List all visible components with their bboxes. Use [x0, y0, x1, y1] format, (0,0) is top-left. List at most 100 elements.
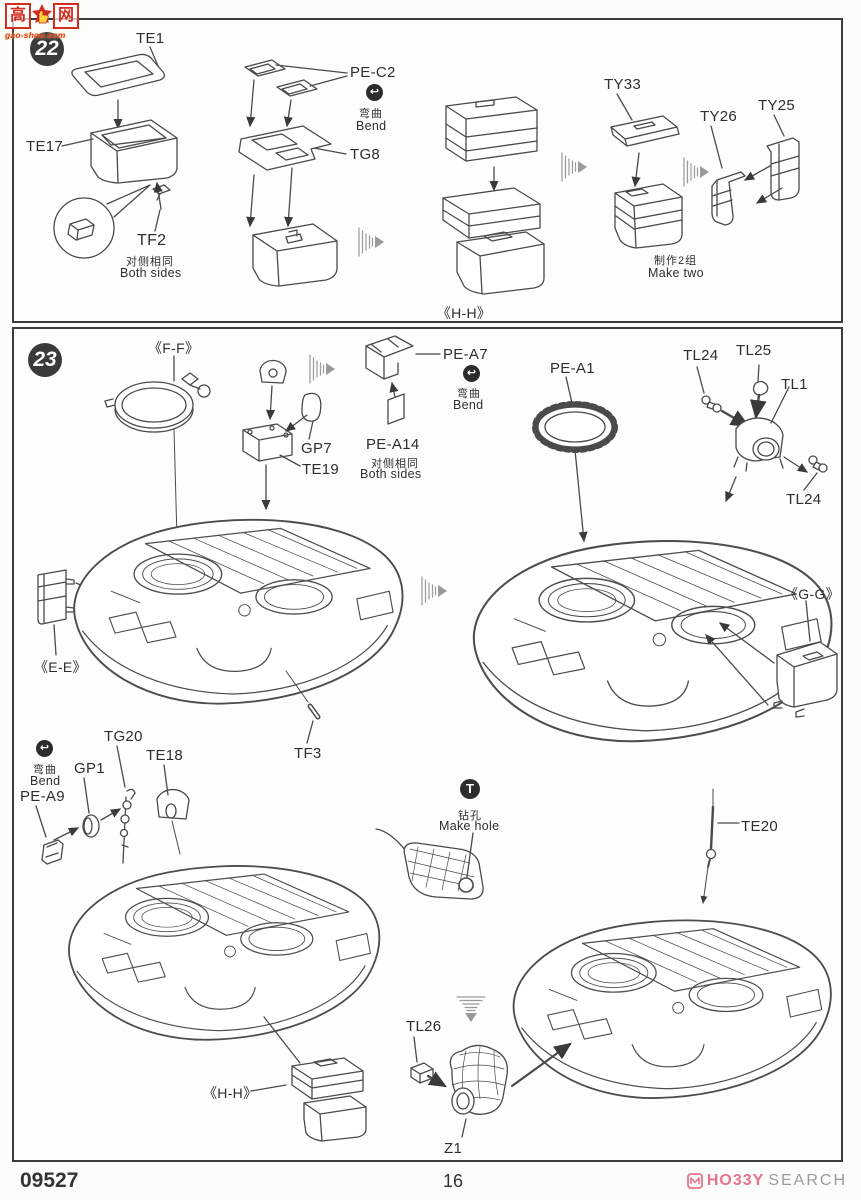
watermark-char-right: 网 [53, 3, 79, 29]
hobby-search-icon [686, 1173, 703, 1189]
turret-bottom-right [512, 919, 832, 1099]
part-z1 [449, 1044, 509, 1115]
page-number: 16 [442, 1171, 464, 1191]
part-tl24-b [808, 455, 828, 473]
part-pe-c2-a [244, 59, 286, 77]
part-tg8 [238, 125, 332, 171]
watermark-char-left: 高 [5, 3, 31, 29]
label-tg8: TG8 [350, 146, 381, 163]
turret-top-right [472, 539, 833, 743]
section-label-gg: 《G-G》 [784, 586, 840, 602]
label-tg20: TG20 [104, 728, 143, 745]
label-te19: TE19 [302, 461, 340, 478]
step-22-panel: TE1 TE17 TF2 对侧相同 Both sides PE-C2 ↩ 弯曲 … [12, 18, 843, 323]
part-pe-a9 [41, 839, 64, 865]
label-te18: TE18 [146, 747, 184, 764]
label-tl26: TL26 [406, 1018, 442, 1035]
part-assembly-c [442, 187, 545, 295]
note-both-sides-cn: 对侧相同 [126, 256, 174, 268]
part-pe-a7 [365, 335, 414, 380]
part-drill-bracket [375, 828, 484, 900]
label-te1: TE1 [136, 30, 165, 47]
label-pe-a9: PE-A9 [20, 788, 65, 805]
part-tl1 [733, 417, 784, 472]
watermark: 高 网 gao-shou.com [5, 3, 85, 40]
turret-bottom-left [68, 865, 381, 1041]
watermark-domain: gao-shou.com [5, 30, 66, 40]
part-pe-c2-b [276, 79, 318, 97]
part-tf2 [152, 184, 171, 201]
kit-number: 09527 [20, 1169, 79, 1192]
label-tl24-a: TL24 [683, 347, 719, 364]
note-bend-en: Bend [453, 398, 484, 412]
note-drill-cn: 钻孔 [458, 810, 482, 822]
label-z1: Z1 [444, 1140, 463, 1157]
part-pe-a1 [532, 401, 618, 453]
step-23-badge: 23 [28, 343, 62, 377]
part-ty-assembly [614, 183, 683, 249]
note-both-sides-en: Both sides [120, 266, 182, 280]
part-tg20 [119, 788, 136, 864]
bend-icon: ↩ [36, 740, 53, 757]
part-te17 [90, 119, 178, 184]
label-te20: TE20 [741, 818, 779, 835]
part-hatch-ff [104, 372, 211, 433]
section-label-ff: 《F-F》 [148, 340, 200, 356]
label-te17: TE17 [26, 138, 64, 155]
note-bend2-cn: 弯曲 [33, 764, 57, 776]
label-ty33: TY33 [604, 76, 642, 93]
label-pe-a14: PE-A14 [366, 436, 420, 453]
note-bend2-en: Bend [30, 774, 61, 788]
part-te18 [156, 788, 190, 820]
part-gp1 [82, 814, 100, 838]
part-tf3 [307, 703, 321, 720]
label-gp1: GP1 [74, 760, 105, 777]
hobby-search-logo: HO33Y SEARCH [686, 1172, 847, 1190]
step22-diagram [53, 46, 800, 295]
part-box-hh [291, 1057, 367, 1142]
label-pe-a7: PE-A7 [443, 346, 488, 363]
label-ty26: TY26 [700, 108, 738, 125]
drill-icon: T [460, 779, 480, 799]
note-both-sides-en: Both sides [360, 467, 422, 481]
part-box-gg [773, 641, 838, 718]
part-box-ee [37, 569, 75, 625]
note-bend-cn: 弯曲 [457, 388, 481, 400]
part-te19 [242, 423, 293, 462]
part-te20 [705, 788, 717, 868]
part-tl26 [410, 1062, 434, 1084]
note-drill-en: Make hole [439, 819, 500, 833]
part-ty26 [711, 171, 746, 226]
part-tl25 [752, 380, 769, 396]
label-gp7: GP7 [301, 440, 332, 457]
part-ty33 [610, 115, 680, 147]
label-tl25: TL25 [736, 342, 772, 359]
bend-icon: ↩ [366, 84, 383, 101]
note-both-sides-cn: 对侧相同 [371, 458, 419, 470]
note-make-two-cn: 制作2组 [654, 255, 698, 267]
callout-detail [53, 184, 151, 259]
step-22-badge: 22 [30, 32, 64, 66]
section-label-hh: 《H-H》 [203, 1085, 258, 1101]
part-pe-a14 [387, 393, 405, 425]
note-bend-en: Bend [356, 119, 387, 133]
brand-suffix: SEARCH [768, 1172, 847, 1189]
part-ty25 [766, 137, 800, 201]
section-label-ee: 《E-E》 [34, 659, 87, 675]
label-ty25: TY25 [758, 97, 796, 114]
label-pe-c2: PE-C2 [350, 64, 396, 81]
thumbs-up-icon [32, 4, 52, 24]
part-assembly-c-top [445, 96, 538, 162]
part-te19-dome [259, 359, 287, 384]
step-23-panel: 《F-F》 GP7 TE19 PE-A7 ↩ 弯曲 Bend PE-A14 对侧… [12, 327, 843, 1162]
label-pe-a1: PE-A1 [550, 360, 595, 377]
label-tf3: TF3 [294, 745, 322, 762]
part-assembly-b [252, 223, 338, 287]
label-tf2: TF2 [137, 232, 167, 249]
part-te1 [71, 53, 166, 97]
label-tl1: TL1 [781, 376, 808, 393]
note-make-two-en: Make two [648, 266, 704, 280]
part-gp7 [301, 392, 322, 422]
part-tl24-a [701, 395, 722, 413]
